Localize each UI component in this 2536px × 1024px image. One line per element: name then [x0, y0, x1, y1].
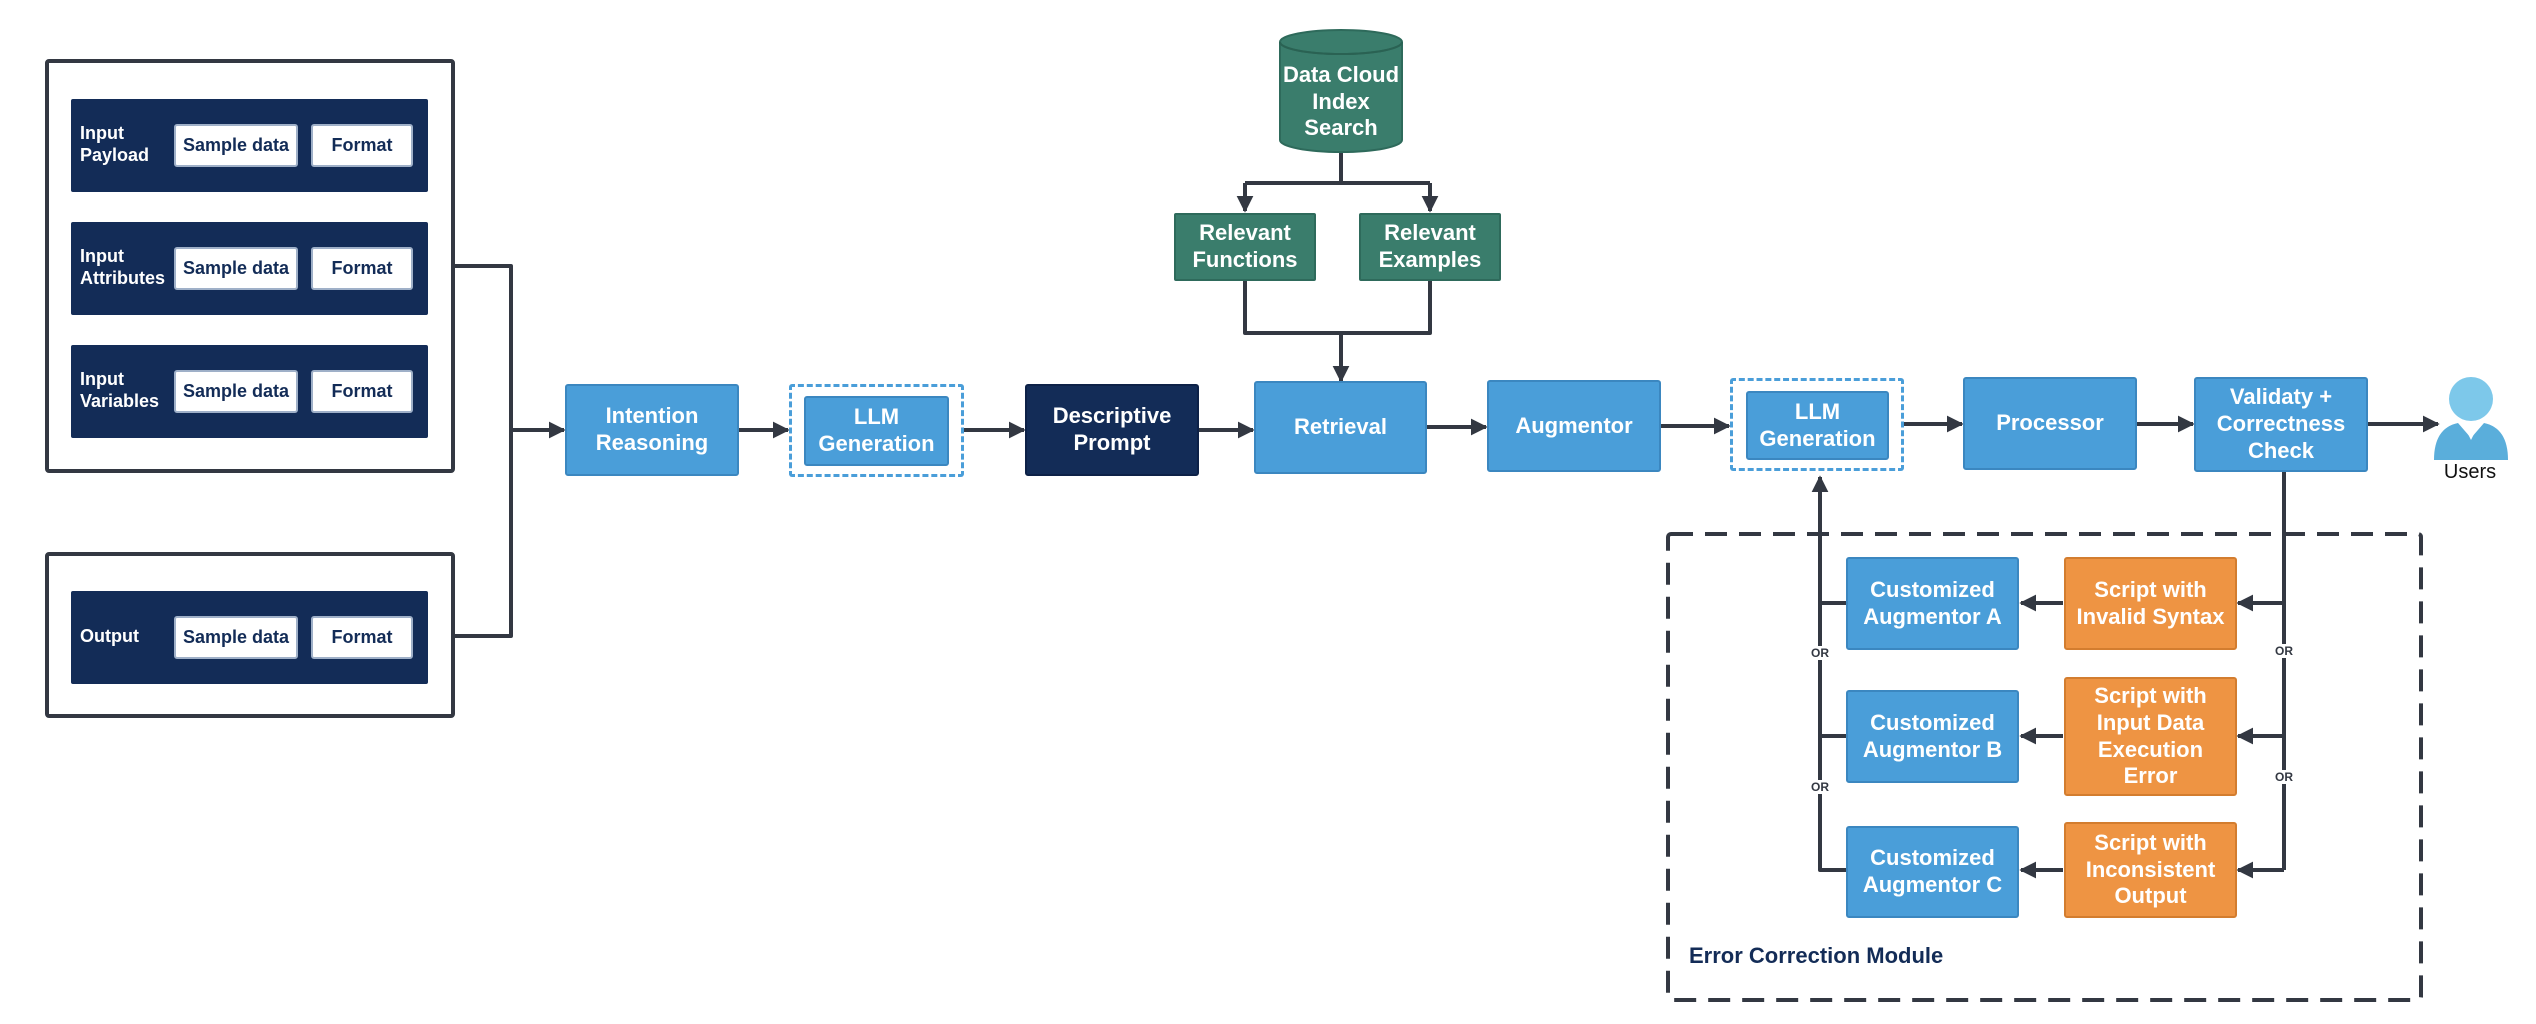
customized-augmentor-c-node: Customized Augmentor C	[1846, 826, 2019, 918]
relevant-functions-node: Relevant Functions	[1174, 213, 1316, 281]
llm-generation-node-2: LLM Generation	[1746, 391, 1889, 460]
intention-reasoning-node: Intention Reasoning	[565, 384, 739, 476]
error-module-border	[1666, 532, 2423, 1002]
input-attributes-row: Input Attributes Sample data Format	[71, 222, 428, 315]
sample-data-chip: Sample data	[174, 124, 298, 167]
database-cylinder-icon	[1279, 29, 1403, 153]
error-correction-module-title: Error Correction Module	[1689, 943, 1944, 968]
format-chip: Format	[311, 247, 413, 290]
descriptive-prompt-node: Descriptive Prompt	[1025, 384, 1199, 476]
format-chip: Format	[311, 616, 413, 659]
output-row: Output Sample data Format	[71, 591, 428, 684]
sample-data-chip: Sample data	[174, 616, 298, 659]
input-variables-label: Input Variables	[80, 369, 160, 411]
or-label: OR	[2273, 644, 2295, 658]
llm-generation-node: LLM Generation	[804, 396, 949, 466]
output-label: Output	[80, 626, 139, 646]
sample-data-chip: Sample data	[174, 370, 298, 413]
output-group-connector	[455, 430, 513, 638]
input-payload-label: Input Payload	[80, 123, 150, 165]
or-label: OR	[2273, 770, 2295, 784]
customized-augmentor-a-node: Customized Augmentor A	[1846, 557, 2019, 650]
or-label: OR	[1809, 646, 1831, 660]
augmentor-feedback-branches	[1818, 601, 1846, 872]
validity-check-node: Validaty + Correctness Check	[2194, 377, 2368, 472]
customized-augmentor-b-node: Customized Augmentor B	[1846, 690, 2019, 783]
inconsistent-output-script-node: Script with Inconsistent Output	[2064, 822, 2237, 918]
invalid-syntax-script-node: Script with Invalid Syntax	[2064, 557, 2237, 650]
or-label: OR	[1809, 780, 1831, 794]
retrieval-node: Retrieval	[1254, 381, 1427, 474]
functions-to-join	[1243, 281, 1432, 335]
input-attributes-label: Input Attributes	[80, 246, 165, 288]
input-group-connector	[455, 264, 513, 430]
augmentor-node: Augmentor	[1487, 380, 1661, 472]
relevant-examples-node: Relevant Examples	[1359, 213, 1501, 281]
input-variables-row: Input Variables Sample data Format	[71, 345, 428, 438]
input-payload-row: Input Payload Sample data Format	[71, 99, 428, 192]
format-chip: Format	[311, 124, 413, 167]
user-icon	[2434, 377, 2508, 460]
format-chip: Format	[311, 370, 413, 413]
users-label: Users	[2443, 461, 2497, 483]
processor-node: Processor	[1963, 377, 2137, 470]
sample-data-chip: Sample data	[174, 247, 298, 290]
execution-error-script-node: Script with Input Data Execution Error	[2064, 677, 2237, 796]
db-connector	[1245, 151, 1430, 185]
data-cloud-label: Data Cloud Index Search	[1282, 61, 1400, 141]
